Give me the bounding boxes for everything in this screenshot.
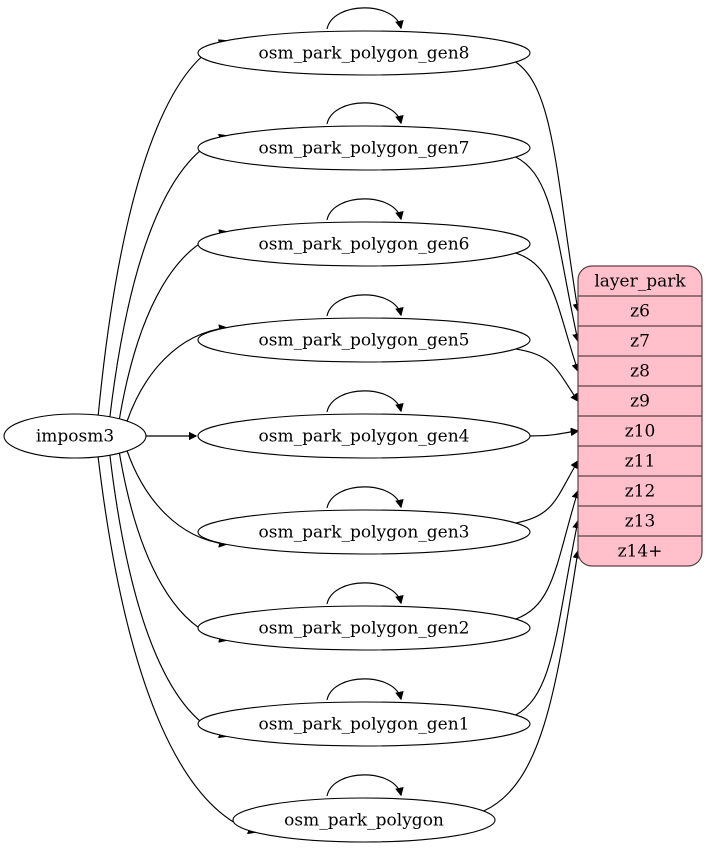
edges-to-layer-park (483, 61, 578, 812)
node-gen6[interactable] (197, 221, 531, 267)
node-label-gen1: osm_park_polygon_gen1 (259, 715, 470, 735)
edge-gen4-to-z10 (529, 431, 578, 437)
node-label-gen8: osm_park_polygon_gen8 (259, 44, 470, 64)
node-label-gen2: osm_park_polygon_gen2 (259, 619, 470, 639)
edge-gen2-to-z12 (515, 491, 578, 620)
node-ellipses: osm_park_polygon_gen8 osm_park_polygon_ge… (3, 30, 531, 843)
self-loop-gen3 (326, 486, 401, 508)
node-label-base: osm_park_polygon (284, 811, 444, 831)
self-loop-gen1 (326, 678, 401, 700)
self-loop-gen5 (326, 294, 401, 316)
table-row-z8[interactable]: z8 (630, 362, 650, 382)
layer-park-table: layer_park z6 z7 z8 z9 z10 z11 z12 z13 z14+ (577, 265, 703, 567)
node-label-gen7: osm_park_polygon_gen7 (259, 139, 470, 159)
self-loop-gen4 (326, 390, 401, 412)
edge-imposm3-to-base (97, 455, 255, 832)
node-gen1[interactable] (197, 701, 531, 747)
edge-gen8-to-z6 (515, 61, 578, 311)
table-row-z7[interactable]: z7 (630, 332, 650, 352)
node-base[interactable] (232, 797, 496, 843)
self-loop-edges (326, 7, 401, 796)
table-row-z10[interactable]: z10 (625, 422, 656, 442)
self-loop-gen8 (326, 7, 401, 29)
edge-gen6-to-z8 (515, 252, 578, 371)
self-loop-gen6 (326, 198, 401, 220)
table-row-z9[interactable]: z9 (630, 392, 650, 412)
node-gen4[interactable] (197, 413, 531, 459)
node-label-gen3: osm_park_polygon_gen3 (259, 523, 470, 543)
edge-imposm3-to-gen2 (117, 447, 227, 641)
edge-gen7-to-z7 (515, 156, 578, 341)
layer-park-header: layer_park (594, 272, 686, 292)
table-row-z14+[interactable]: z14+ (618, 542, 663, 562)
node-label-imposm3: imposm3 (36, 427, 114, 447)
self-loop-gen2 (326, 582, 401, 604)
table-row-z6[interactable]: z6 (630, 302, 650, 322)
node-gen8[interactable] (197, 30, 531, 76)
edge-imposm3-to-gen8 (97, 41, 226, 417)
edge-imposm3-to-gen6 (117, 232, 227, 425)
edge-gen1-to-z13 (515, 521, 578, 716)
node-gen2[interactable] (197, 605, 531, 651)
node-imposm3[interactable] (3, 413, 147, 459)
node-label-gen4: osm_park_polygon_gen4 (259, 427, 470, 447)
node-label-gen5: osm_park_polygon_gen5 (259, 331, 470, 351)
edge-gen5-to-z9 (515, 348, 578, 401)
edge-gen3-to-z11 (515, 461, 578, 524)
table-row-z11[interactable]: z11 (625, 452, 656, 472)
self-loop-gen7 (326, 102, 401, 124)
self-loop-base (326, 774, 401, 796)
table-row-z12[interactable]: z12 (625, 482, 656, 502)
node-gen7[interactable] (197, 125, 531, 171)
table-row-z13[interactable]: z13 (625, 512, 656, 532)
edge-base-to-z14+ (483, 551, 578, 812)
node-label-gen6: osm_park_polygon_gen6 (259, 235, 470, 255)
node-gen5[interactable] (197, 317, 531, 363)
node-gen3[interactable] (197, 509, 531, 555)
